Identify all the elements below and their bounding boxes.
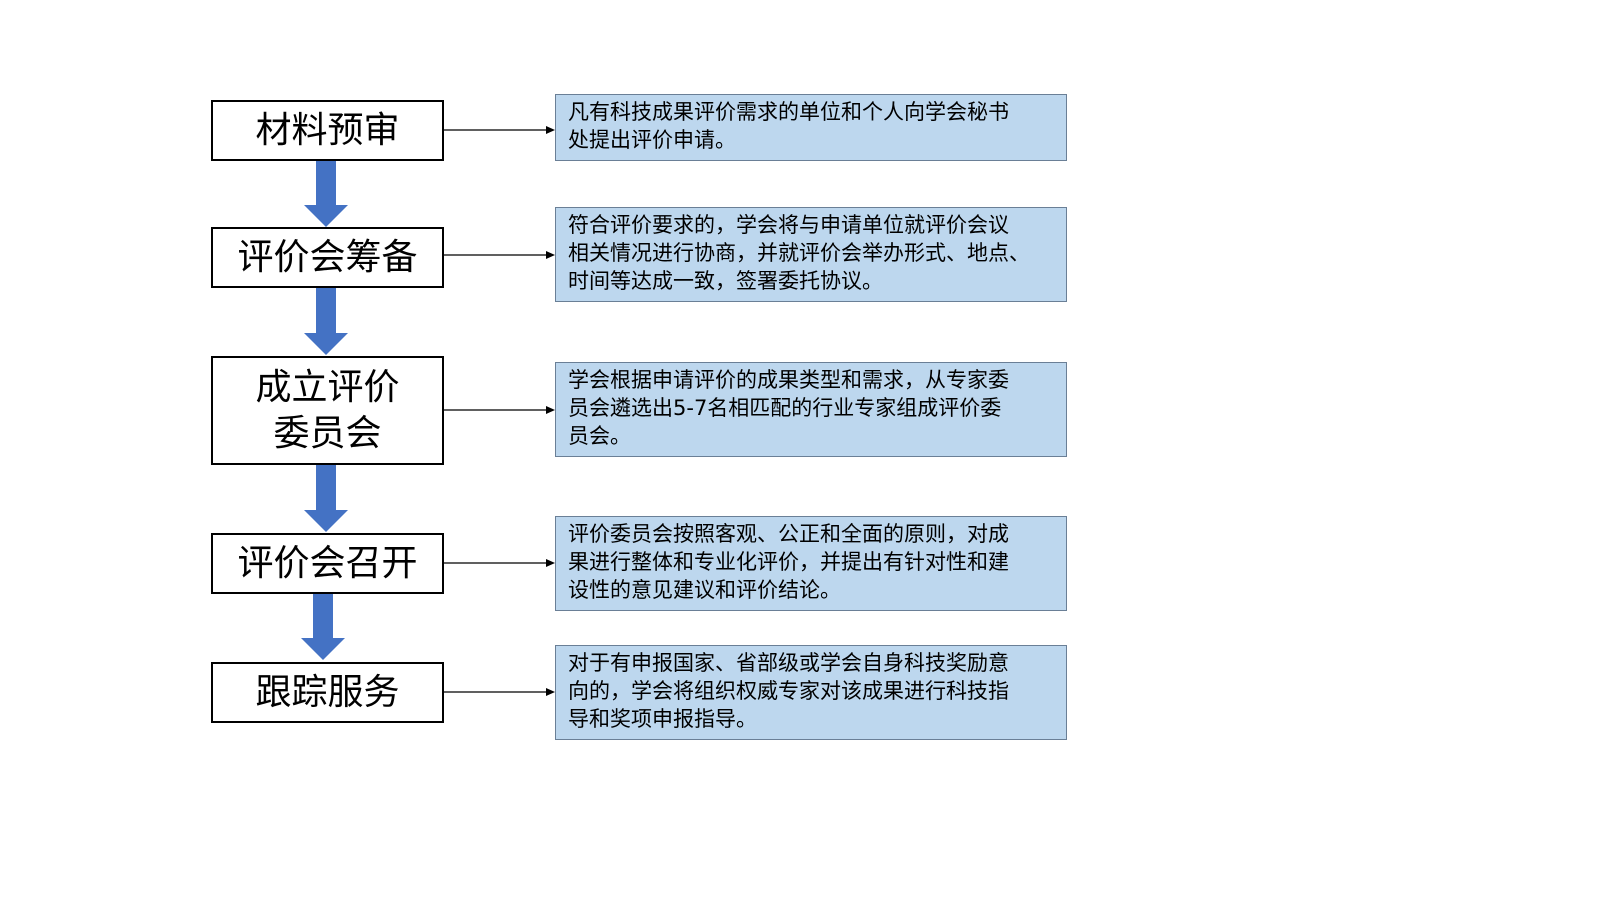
connector-3 <box>444 406 555 414</box>
desc-line: 导和奖项申报指导。 <box>568 707 757 731</box>
down-arrow-1 <box>304 160 348 227</box>
desc-line: 员会遴选出5-7名相匹配的行业专家组成评价委 <box>568 396 1002 420</box>
desc-line: 相关情况进行协商，并就评价会举办形式、地点、 <box>568 241 1030 265</box>
step-form-committee: 成立评价 委员会 <box>211 356 444 465</box>
step-meeting-held: 评价会召开 <box>211 533 444 594</box>
desc-line: 设性的意见建议和评价结论。 <box>568 578 841 602</box>
connector-2 <box>444 251 555 259</box>
desc-meeting-held: 评价委员会按照客观、公正和全面的原则，对成 果进行整体和专业化评价，并提出有针对… <box>555 516 1067 611</box>
desc-line: 对于有申报国家、省部级或学会自身科技奖励意 <box>568 651 1009 675</box>
step-material-review: 材料预审 <box>211 100 444 161</box>
connector-1 <box>444 126 555 134</box>
step-follow-up-service: 跟踪服务 <box>211 662 444 723</box>
step-meeting-preparation: 评价会筹备 <box>211 227 444 288</box>
desc-line: 果进行整体和专业化评价，并提出有针对性和建 <box>568 550 1009 574</box>
desc-follow-up-service: 对于有申报国家、省部级或学会自身科技奖励意 向的，学会将组织权威专家对该成果进行… <box>555 645 1067 740</box>
desc-line: 评价委员会按照客观、公正和全面的原则，对成 <box>568 522 1009 546</box>
step-label: 评价会筹备 <box>237 236 418 278</box>
desc-material-review: 凡有科技成果评价需求的单位和个人向学会秘书 处提出评价申请。 <box>555 94 1067 161</box>
connector-5 <box>444 688 555 696</box>
desc-meeting-preparation: 符合评价要求的，学会将与申请单位就评价会议 相关情况进行协商，并就评价会举办形式… <box>555 207 1067 302</box>
desc-line: 符合评价要求的，学会将与申请单位就评价会议 <box>568 213 1009 237</box>
desc-line: 时间等达成一致，签署委托协议。 <box>568 269 883 293</box>
desc-line: 向的，学会将组织权威专家对该成果进行科技指 <box>568 679 1009 703</box>
step-label: 评价会召开 <box>237 542 418 584</box>
desc-line: 凡有科技成果评价需求的单位和个人向学会秘书 <box>568 100 1009 124</box>
step-label: 材料预审 <box>255 109 400 151</box>
desc-line: 处提出评价申请。 <box>568 128 736 152</box>
step-label: 成立评价 委员会 <box>255 366 400 454</box>
down-arrow-2 <box>304 288 348 355</box>
desc-line: 员会。 <box>568 424 631 448</box>
down-arrow-3 <box>304 464 348 532</box>
desc-form-committee: 学会根据申请评价的成果类型和需求，从专家委 员会遴选出5-7名相匹配的行业专家组… <box>555 362 1067 457</box>
down-arrow-4 <box>301 593 345 660</box>
connector-4 <box>444 559 555 567</box>
desc-line: 学会根据申请评价的成果类型和需求，从专家委 <box>568 368 1009 392</box>
step-label: 跟踪服务 <box>255 671 400 713</box>
